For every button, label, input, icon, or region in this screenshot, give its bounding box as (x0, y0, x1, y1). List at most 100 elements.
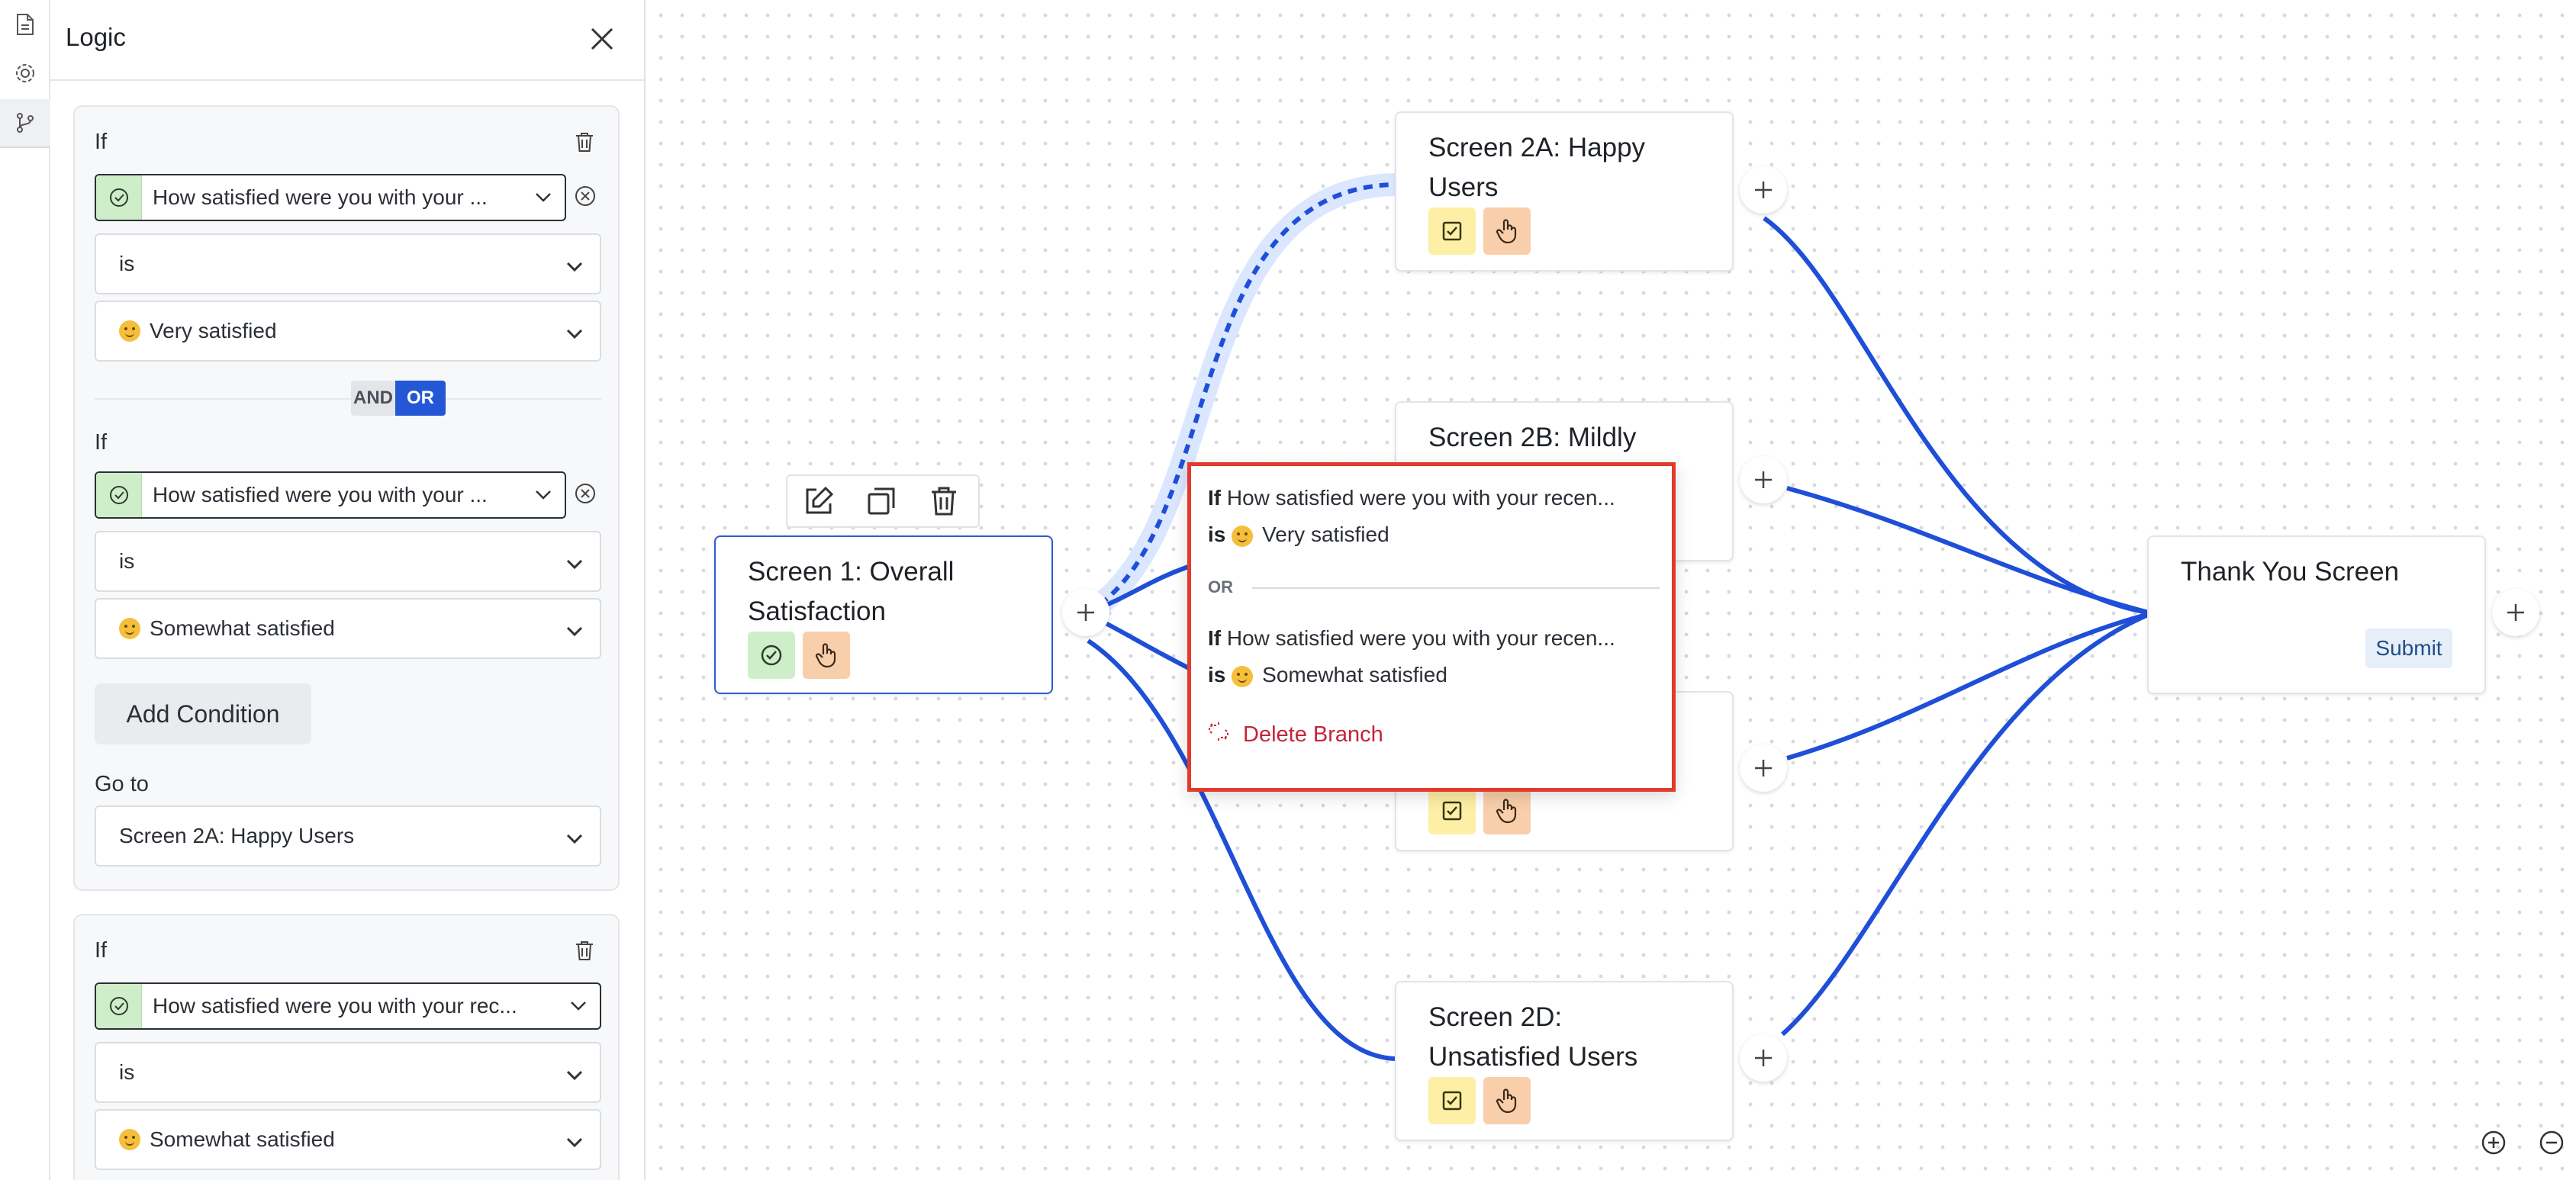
answer-select-text: Very satisfied (150, 319, 277, 342)
answer-text: Very satisfied (1262, 522, 1389, 546)
delete-branch-button[interactable]: Delete Branch (1208, 721, 1383, 748)
chevron-down-icon (566, 320, 583, 345)
chevron-down-icon (522, 490, 565, 500)
remove-condition-icon[interactable] (572, 183, 598, 209)
branch-edge[interactable] (1786, 611, 2153, 760)
if-keyword: If (1208, 626, 1222, 650)
operator-select[interactable]: is (95, 1042, 601, 1103)
add-branch-button[interactable] (1740, 744, 1787, 792)
chevron-down-icon (566, 1129, 583, 1153)
node-title-line: Screen 2A: Happy (1428, 133, 1646, 162)
branch-icon[interactable] (0, 99, 50, 148)
gear-icon[interactable] (0, 49, 50, 98)
logic-rule-group: If How satisfied were you with your rec.… (73, 914, 620, 1180)
node-title: Screen 2D: Unsatisfied Users (1428, 998, 1637, 1077)
flow-canvas[interactable]: Screen 1: Overall Satisfaction Screen 2A… (646, 0, 2576, 1180)
node-screen-1[interactable]: Screen 1: Overall Satisfaction (714, 535, 1053, 694)
submit-chip: Submit (2365, 629, 2452, 668)
branch-edge[interactable] (1763, 216, 2153, 616)
add-branch-button[interactable] (2492, 589, 2539, 636)
node-title: Screen 2A: Happy Users (1428, 128, 1645, 207)
if-label: If (95, 938, 108, 963)
popover-condition-2-answer: is Somewhat satisfied (1208, 663, 1447, 687)
zoom-in-icon[interactable] (2478, 1127, 2509, 1158)
node-title-line: Screen 1: Overall (748, 557, 955, 587)
question-select-text: How satisfied were you with your ... (153, 185, 488, 209)
branch-popover: If How satisfied were you with your rece… (1187, 462, 1676, 792)
node-title-line: Screen 2D: (1428, 1002, 1563, 1032)
add-condition-button[interactable]: Add Condition (95, 683, 311, 744)
close-icon[interactable] (583, 20, 621, 58)
node-screen-2d[interactable]: Screen 2D: Unsatisfied Users (1395, 981, 1734, 1141)
and-or-toggle[interactable]: AND OR (351, 381, 446, 416)
trash-icon[interactable] (913, 476, 975, 526)
copy-icon[interactable] (850, 476, 913, 526)
divider (1252, 587, 1660, 589)
operator-select-text: is (119, 252, 135, 275)
popover-condition-2-question: If How satisfied were you with your rece… (1208, 626, 1615, 651)
node-title-line: Satisfaction (748, 596, 886, 626)
goto-select-text: Screen 2A: Happy Users (119, 824, 355, 847)
answer-text: Somewhat satisfied (1262, 663, 1447, 686)
answer-select[interactable]: Somewhat satisfied (95, 1109, 601, 1170)
node-toolbar (786, 474, 980, 528)
chevron-down-icon (566, 253, 583, 278)
operator-select[interactable]: is (95, 531, 601, 592)
branch-edge[interactable] (1781, 611, 2153, 1037)
remove-condition-icon[interactable] (572, 481, 598, 506)
is-keyword: is (1208, 663, 1226, 686)
panel-title: Logic (66, 23, 126, 51)
question-select[interactable]: How satisfied were you with your ... (95, 471, 566, 519)
add-branch-button[interactable] (1740, 166, 1787, 214)
chevron-down-icon (557, 1001, 600, 1011)
question-select[interactable]: How satisfied were you with your ... (95, 174, 566, 221)
trash-icon[interactable] (571, 937, 598, 964)
question-select[interactable]: How satisfied were you with your rec... (95, 982, 601, 1030)
edit-icon[interactable] (787, 476, 850, 526)
question-text: How satisfied were you with your recen..… (1226, 626, 1615, 650)
node-screen-2a[interactable]: Screen 2A: Happy Users (1395, 111, 1734, 272)
checkbox-icon (1428, 787, 1476, 834)
or-option[interactable]: OR (395, 381, 446, 416)
node-thank-you[interactable]: Thank You Screen Submit (2147, 535, 2486, 694)
check-circle-icon (96, 473, 142, 517)
and-option[interactable]: AND (351, 381, 395, 416)
if-label: If (95, 130, 108, 154)
add-branch-button[interactable] (1740, 456, 1787, 503)
node-title: Screen 2B: Mildly (1428, 418, 1636, 458)
broken-link-icon (1208, 721, 1229, 748)
branch-edge[interactable] (1786, 486, 2153, 616)
document-icon[interactable] (0, 0, 50, 49)
answer-select[interactable]: Somewhat satisfied (95, 598, 601, 659)
operator-select[interactable]: is (95, 233, 601, 294)
panel-header: Logic (50, 0, 644, 81)
chevron-down-icon (522, 192, 565, 203)
node-title-line: Screen 2B: Mildly (1428, 423, 1637, 452)
checkbox-icon (1428, 207, 1476, 255)
operator-select-text: is (119, 1060, 135, 1084)
check-circle-icon (96, 984, 142, 1028)
popover-condition-1-answer: is Very satisfied (1208, 522, 1389, 547)
smile-emoji-icon (119, 320, 140, 342)
answer-select[interactable]: Very satisfied (95, 301, 601, 362)
smile-emoji-icon (1232, 525, 1254, 547)
smile-emoji-icon (119, 1129, 140, 1150)
chevron-down-icon (566, 825, 583, 850)
if-label: If (95, 430, 108, 455)
branch-edge-selected[interactable] (1085, 182, 1394, 616)
check-circle-icon (96, 175, 142, 220)
chevron-down-icon (566, 1062, 583, 1086)
icon-rail (0, 0, 50, 1180)
checkbox-icon (1428, 1077, 1476, 1124)
add-branch-button[interactable] (1740, 1034, 1787, 1082)
question-select-text: How satisfied were you with your rec... (153, 994, 517, 1018)
trash-icon[interactable] (571, 128, 598, 156)
chevron-down-icon (566, 618, 583, 642)
add-branch-button[interactable] (1062, 589, 1109, 636)
goto-select[interactable]: Screen 2A: Happy Users (95, 805, 601, 867)
node-title-line: Unsatisfied Users (1428, 1042, 1638, 1072)
zoom-out-icon[interactable] (2536, 1127, 2567, 1158)
question-text: How satisfied were you with your recen..… (1226, 486, 1615, 510)
goto-label: Go to (95, 772, 149, 796)
branch-edge[interactable] (1087, 638, 1396, 1061)
